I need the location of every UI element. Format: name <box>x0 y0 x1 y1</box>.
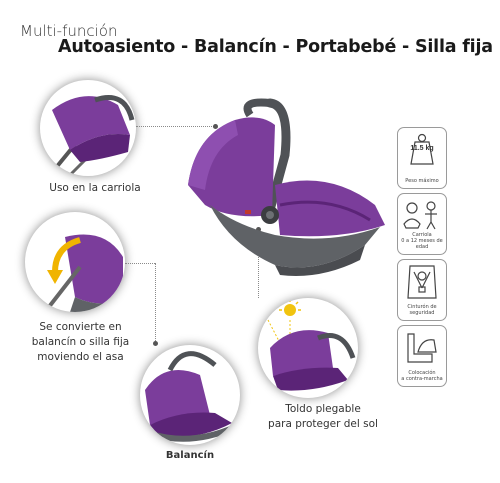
carriola-caption: Uso en la carriola <box>49 182 141 194</box>
badge-harness: Cinturón de seguridad <box>397 259 447 321</box>
toldo-circle <box>258 298 358 398</box>
silla-fija-circle <box>25 212 125 312</box>
connector-carriola <box>136 126 216 127</box>
connector-dot <box>256 227 261 232</box>
badge-direction: Colocación a contra-marcha <box>397 325 447 387</box>
connector-dot <box>153 341 158 346</box>
main-car-seat-image <box>180 95 390 280</box>
balancin-circle <box>140 345 240 445</box>
silla-fija-caption: Se convierte en balancín o silla fija mo… <box>31 321 130 363</box>
badge-age: Carriola 0 a 12 meses de edad <box>397 193 447 255</box>
rotate-arrow-icon <box>47 270 63 284</box>
subtitle: Multi-función <box>20 22 118 40</box>
carriola-circle <box>40 80 136 176</box>
weight-icon <box>410 133 434 165</box>
sun-icon <box>279 299 301 316</box>
rocker-illustration <box>145 351 237 442</box>
seat-direction-icon <box>407 333 437 363</box>
fixed-chair-illustration <box>43 234 123 312</box>
canopy-illustration <box>267 299 356 391</box>
harness-icon <box>407 265 437 299</box>
connector-toldo-v <box>258 230 259 298</box>
toldo-caption: Toldo plegable para proteger del sol <box>268 403 378 430</box>
connector-balancin-v <box>155 263 156 345</box>
baby-icon <box>403 201 437 230</box>
connector-silla-fija <box>125 263 155 264</box>
balancin-caption: Balancín <box>165 450 215 461</box>
badge-weight: 11.5 kg Peso máximo <box>397 127 447 189</box>
stroller-seat-illustration <box>48 95 135 176</box>
headline: Autoasiento - Balancín - Portabebé - Sil… <box>58 37 493 57</box>
connector-dot <box>213 124 218 129</box>
